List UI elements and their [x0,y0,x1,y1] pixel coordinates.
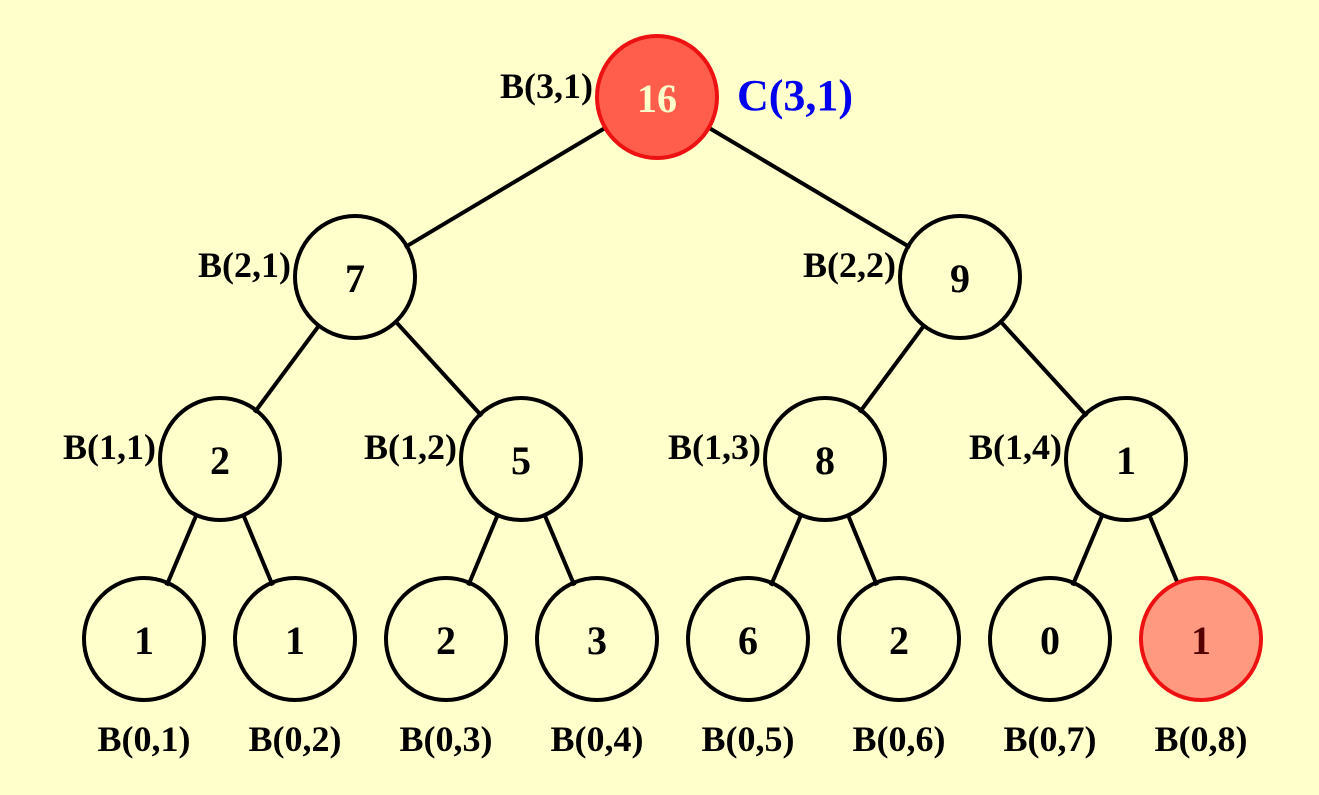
node-circle [898,214,1022,340]
edge-r-b [709,126,912,250]
node-circle [233,576,357,702]
node-value: 3 [587,618,607,663]
tree-node-l4: 3B(0,4) [535,576,659,759]
edge-c4-l8 [1148,515,1181,587]
tree-node-l7: 0B(0,7) [988,576,1112,759]
edge-c2-l3 [466,515,499,587]
tree-node-c2: 5 B(1,2) [364,396,583,522]
tree-node-r: 16 B(3,1) C(3,1) [500,34,853,160]
node-value: 9 [950,256,970,301]
node-circle [988,576,1112,702]
node-circle [1064,396,1188,522]
edge-r-a [403,127,605,250]
node-circle [384,576,508,702]
node-circle [1139,576,1263,702]
node-value: 5 [511,438,531,483]
node-label: B(0,4) [551,719,644,759]
node-value: 1 [134,618,154,663]
node-value: 6 [738,618,758,663]
node-circle [595,34,719,160]
node-label: B(3,1) [500,66,593,106]
node-circle [837,576,961,702]
tree-node-l5: 6B(0,5) [686,576,810,759]
edge-c1-l2 [242,515,275,587]
node-value: 1 [285,618,305,663]
node-circle [293,214,417,340]
edge-b-c4 [1000,321,1089,418]
node-circle [535,576,659,702]
edges [164,126,1181,587]
node-value: 2 [889,618,909,663]
tree-node-b: 9 B(2,2) [803,214,1022,340]
node-label: B(0,1) [98,719,191,759]
node-circle [763,396,887,522]
edge-a-c2 [395,321,484,418]
edge-c1-l1 [164,515,198,587]
edge-c3-l5 [768,515,803,587]
node-value: 1 [1116,438,1136,483]
edge-c2-l4 [543,515,577,587]
node-circle [158,396,282,522]
node-label: B(0,5) [702,719,795,759]
node-circle [82,576,206,702]
node-circle [686,576,810,702]
node-circle [459,396,583,522]
node-label: B(2,1) [198,245,291,285]
root-annotation: C(3,1) [737,71,853,120]
tree-node-c4: 1 B(1,4) [969,396,1188,522]
node-value: 8 [815,438,835,483]
node-value: 7 [345,256,365,301]
edge-c3-l6 [846,515,879,587]
node-value: 0 [1040,618,1060,663]
node-value: 1 [1191,618,1211,663]
edge-c4-l7 [1070,515,1104,587]
node-label: B(1,1) [63,427,156,467]
tree-node-l8: 1B(0,8) [1139,576,1263,759]
tree-node-c1: 2 B(1,1) [63,396,282,522]
node-label: B(1,4) [969,427,1062,467]
node-label: B(2,2) [803,245,896,285]
tree-node-l3: 2B(0,3) [384,576,508,759]
tree-node-l6: 2B(0,6) [837,576,961,759]
tree-node-l2: 1B(0,2) [233,576,357,759]
node-label: B(1,3) [668,427,761,467]
node-label: B(0,7) [1004,719,1097,759]
edge-a-c1 [252,325,320,414]
node-label: B(0,8) [1155,719,1248,759]
edge-b-c3 [857,325,925,414]
node-label: B(1,2) [364,427,457,467]
node-value: 2 [436,618,456,663]
tree-node-c3: 8 B(1,3) [668,396,887,522]
node-label: B(0,3) [400,719,493,759]
node-value: 2 [210,438,230,483]
tree-node-l1: 1B(0,1) [82,576,206,759]
node-label: B(0,2) [249,719,342,759]
node-value: 16 [637,76,677,121]
tree-node-a: 7 B(2,1) [198,214,417,340]
node-label: B(0,6) [853,719,946,759]
